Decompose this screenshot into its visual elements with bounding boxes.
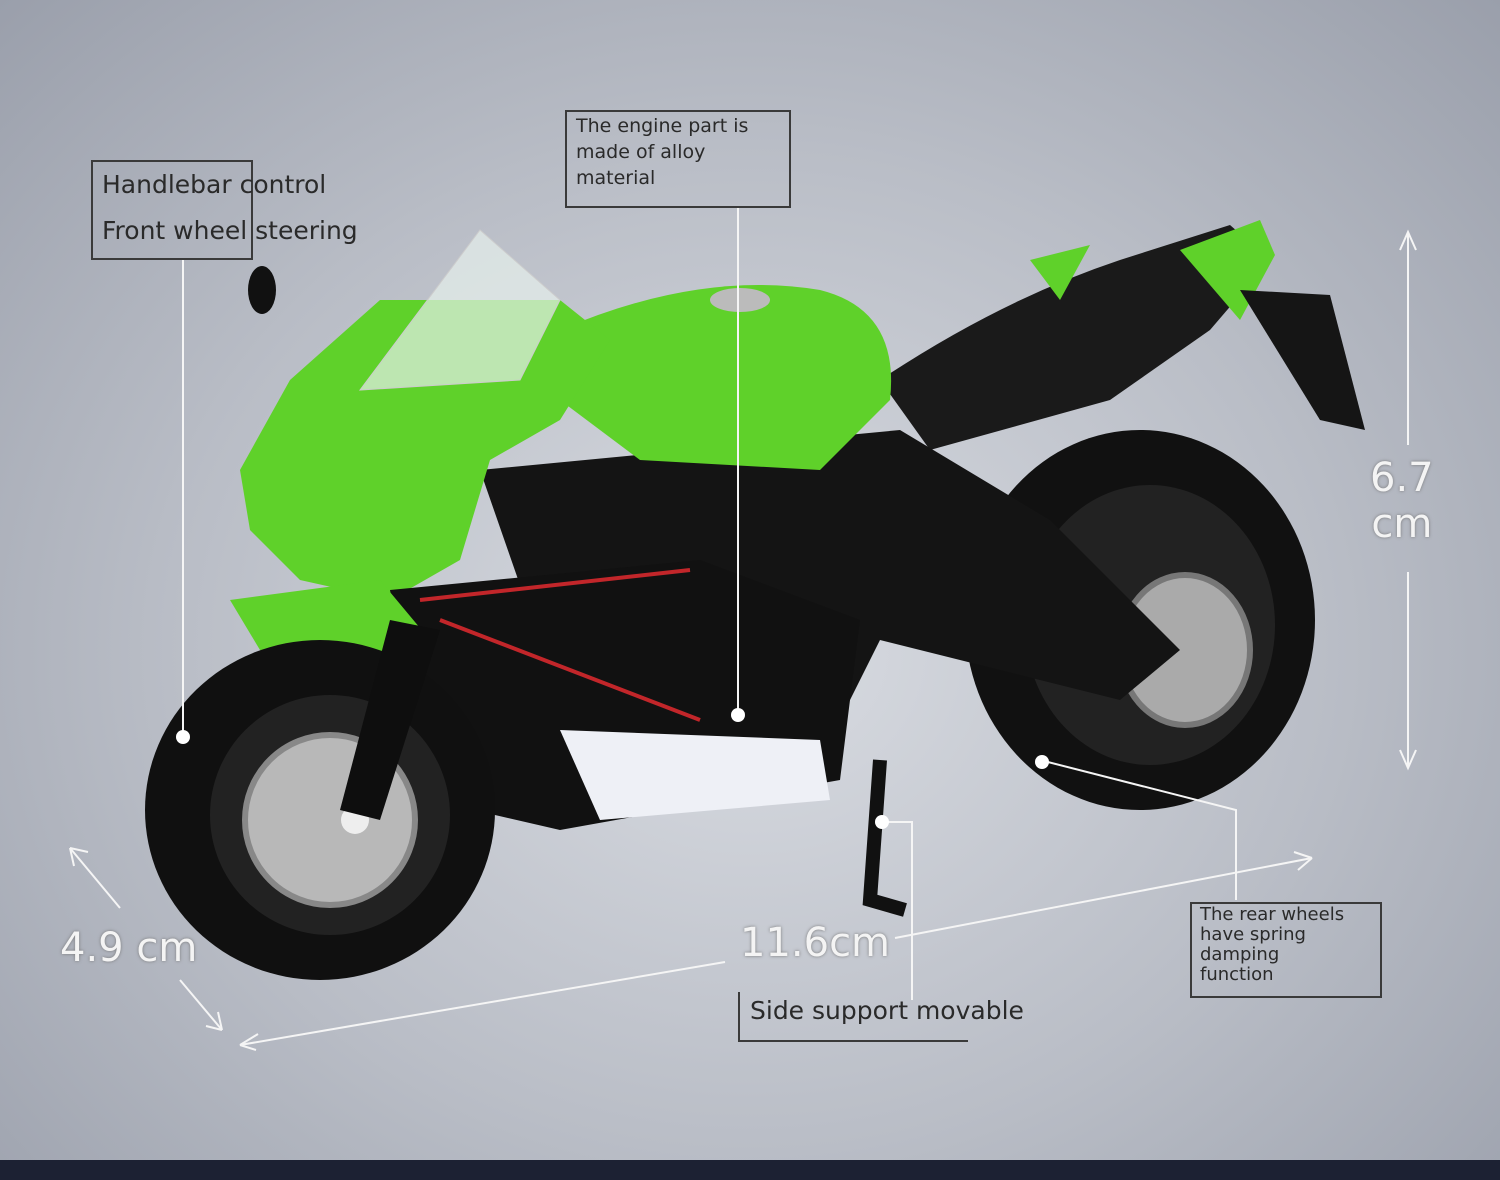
height-dimension: 6.7 cm (1370, 455, 1434, 547)
height-unit: cm (1371, 501, 1433, 547)
kickstand (862, 759, 907, 917)
fuel-tank (560, 285, 892, 470)
rear-annotation: The rear wheels have spring damping func… (1200, 905, 1344, 985)
height-value: 6.7 (1370, 455, 1434, 501)
engine-annotation-box (565, 110, 791, 208)
engine-annotation: The engine part is made of alloy materia… (576, 113, 748, 191)
engine-line-1: The engine part is (576, 115, 749, 137)
rear-line-2: have spring (1200, 924, 1306, 945)
rear-annotation-box (1190, 902, 1382, 998)
handlebar-line-2: Front wheel steering (102, 216, 358, 245)
footer-bar (0, 1160, 1500, 1180)
handlebar-line-1: Handlebar control (102, 170, 327, 199)
belly-pan (560, 730, 830, 820)
windscreen (358, 229, 561, 391)
side-annotation: Side support movable (750, 996, 1024, 1025)
handlebar-annotation: Handlebar control Front wheel steering (102, 162, 358, 254)
side-annotation-box (738, 992, 968, 1042)
rear-line-4: function (1200, 964, 1274, 985)
length-dimension: 11.6cm (740, 920, 891, 966)
seat (880, 225, 1270, 450)
front-wheel (145, 640, 495, 980)
rear-line-1: The rear wheels (1200, 904, 1345, 925)
handlebar-annotation-box (91, 160, 253, 260)
rear-line-3: damping (1200, 944, 1280, 965)
engine-line-3: material (576, 167, 656, 189)
engine-line-2: made of alloy (576, 141, 706, 163)
width-dimension: 4.9 cm (60, 925, 198, 971)
